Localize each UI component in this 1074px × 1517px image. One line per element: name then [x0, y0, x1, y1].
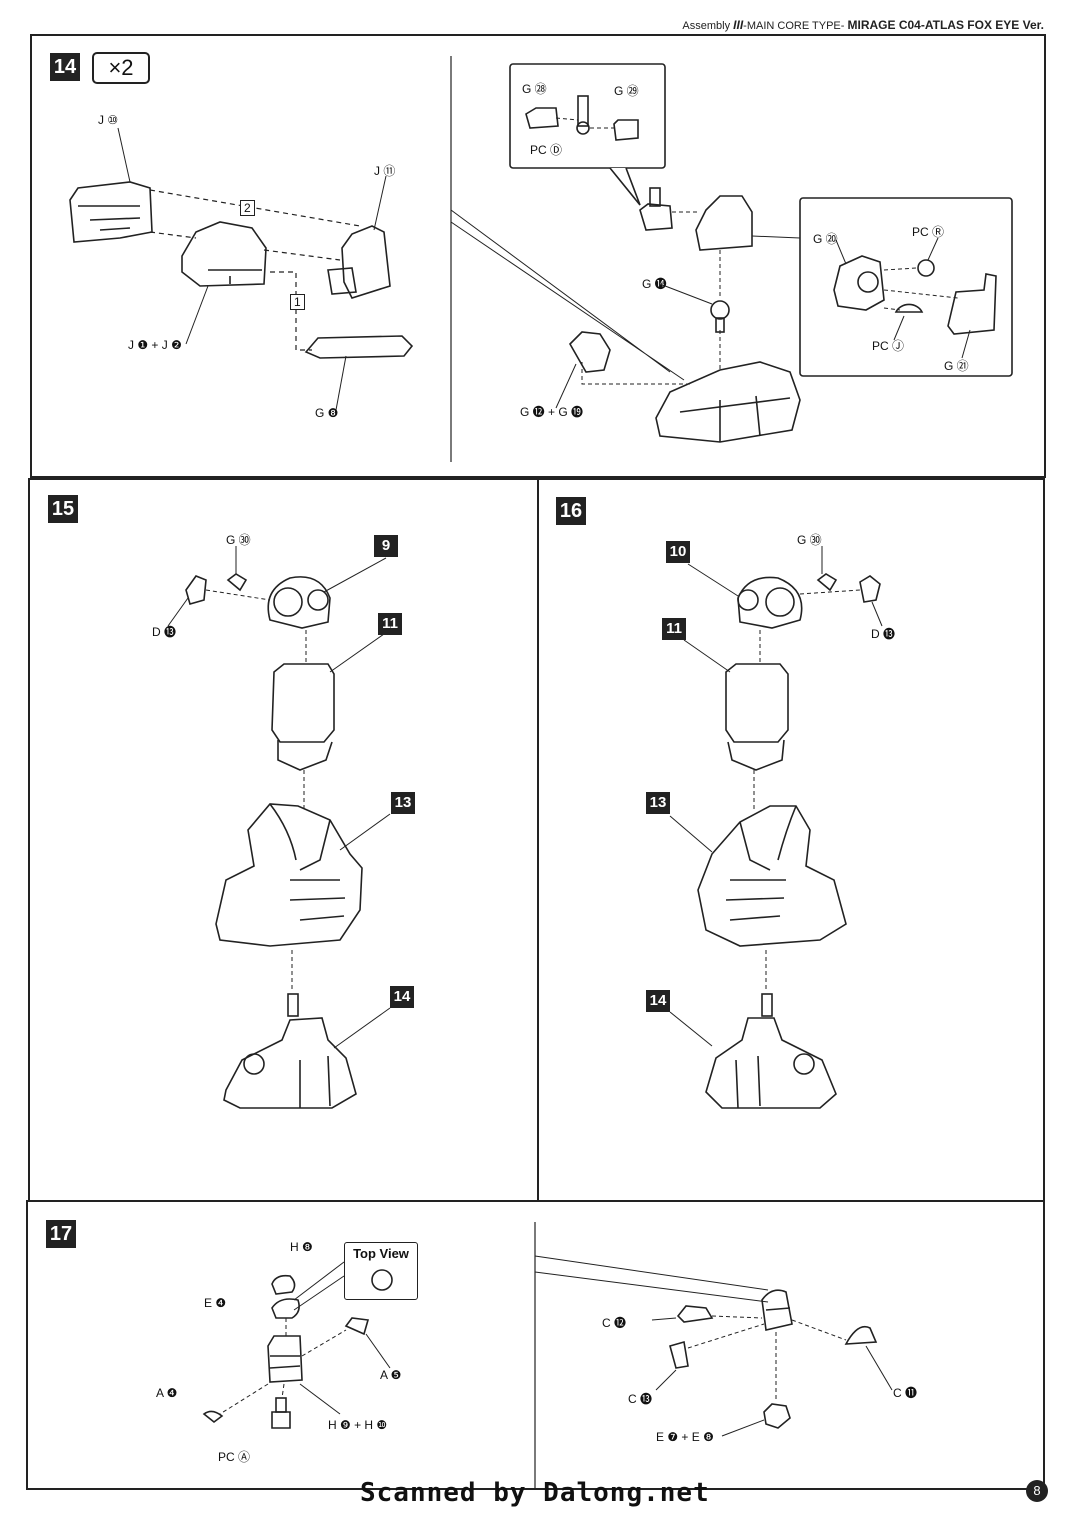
header-roman: III — [733, 18, 744, 32]
step-number-15: 15 — [48, 495, 78, 523]
component-callout: 13 — [391, 792, 415, 814]
sequence-number: 2 — [240, 200, 255, 216]
part-label: G ㉑ — [944, 359, 969, 373]
part-label: D ⓭ — [152, 625, 177, 639]
part-label: J ⑩ — [98, 113, 119, 127]
part-label: A ❺ — [380, 1368, 402, 1382]
component-callout: 11 — [378, 613, 402, 635]
component-callout: 13 — [646, 792, 670, 814]
part-label: PC Ⓐ — [218, 1450, 251, 1464]
step14-frame — [30, 34, 1046, 478]
part-label: J ⑪ — [374, 164, 396, 178]
top-view-title: Top View — [353, 1246, 409, 1261]
part-label: C ⓬ — [602, 1316, 627, 1330]
component-callout: 9 — [374, 535, 398, 557]
step-number-17: 17 — [46, 1220, 76, 1248]
step-multiplier: ×2 — [92, 52, 150, 84]
part-label: PC Ⓓ — [530, 143, 563, 157]
component-callout: 14 — [390, 986, 414, 1008]
step-number-16: 16 — [556, 497, 586, 525]
scan-credit: Scanned by Dalong.net — [360, 1478, 710, 1508]
top-view-box: Top View — [344, 1242, 418, 1300]
part-label: C ⓭ — [628, 1392, 653, 1406]
part-label: G ㉚ — [226, 533, 251, 547]
page-header: Assembly III-MAIN CORE TYPE- MIRAGE C04-… — [682, 18, 1044, 32]
step17-frame — [26, 1200, 1045, 1490]
part-label: H ❾ + H ❿ — [328, 1418, 388, 1432]
sequence-number: 1 — [290, 294, 305, 310]
part-label: G ㉙ — [614, 84, 639, 98]
part-label: PC Ⓙ — [872, 339, 905, 353]
part-label: A ❹ — [156, 1386, 178, 1400]
part-label: E ❼ + E ❽ — [656, 1430, 714, 1444]
part-label: PC Ⓡ — [912, 225, 945, 239]
part-label: G ⓬ + G ⓳ — [520, 405, 584, 419]
header-section: -MAIN CORE TYPE- — [743, 20, 845, 32]
part-label: G ⑳ — [813, 232, 838, 246]
part-label: J ❶ + J ❷ — [128, 338, 182, 352]
step-number-14: 14 — [50, 53, 80, 81]
header-prefix: Assembly — [682, 20, 731, 32]
page-number: 8 — [1026, 1480, 1048, 1502]
header-title: MIRAGE C04-ATLAS FOX EYE Ver. — [847, 18, 1045, 32]
component-callout: 11 — [662, 618, 686, 640]
part-label: G ⓮ — [642, 277, 667, 291]
part-label: D ⓭ — [871, 627, 896, 641]
part-label: C ⓫ — [893, 1386, 918, 1400]
part-label: G ㉚ — [797, 533, 822, 547]
part-label: H ❽ — [290, 1240, 313, 1254]
part-label: G ❽ — [315, 406, 339, 420]
part-label: G ㉘ — [522, 82, 547, 96]
part-label: E ❹ — [204, 1296, 227, 1310]
component-callout: 10 — [666, 541, 690, 563]
component-callout: 14 — [646, 990, 670, 1012]
